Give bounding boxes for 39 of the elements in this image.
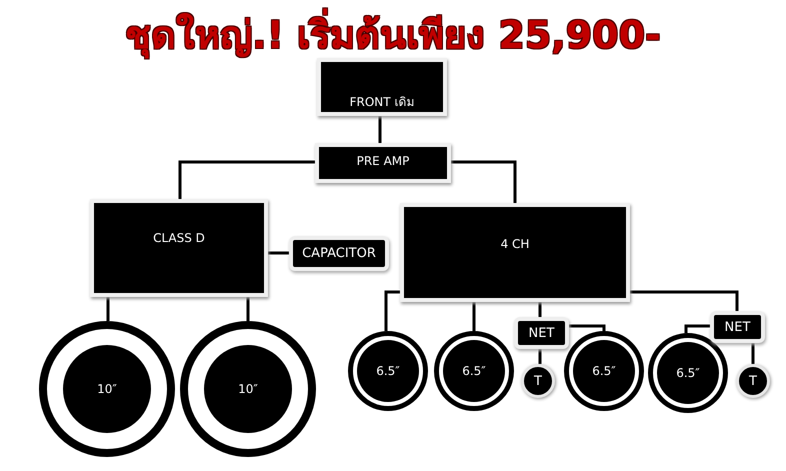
title: ชุดใหญ่.! เริ่มต้นเพียง 25,900-: [0, 4, 786, 65]
node-label: 10″: [238, 382, 258, 396]
amplifier-box: [317, 58, 447, 116]
connector-line: [268, 252, 289, 254]
node-label: CAPACITOR: [302, 246, 376, 261]
node-label: 6.5″: [462, 364, 486, 378]
connector-line: [538, 349, 542, 364]
connector-line: [630, 290, 738, 311]
connector-line: [384, 290, 400, 331]
node-label: T: [534, 374, 542, 388]
node-label: 10″: [97, 382, 117, 396]
node-label: NET: [528, 326, 554, 340]
connector-line: [472, 302, 476, 331]
node-label: NET: [724, 320, 750, 334]
tweeter-circle: [521, 364, 555, 398]
tweeter-circle: [736, 364, 770, 398]
connector-line: [752, 343, 754, 364]
connector-line: [451, 160, 516, 203]
connector-line: [106, 297, 110, 321]
connector-line: [378, 116, 382, 143]
connector-line: [569, 324, 606, 331]
node-label: 4 CH: [500, 237, 530, 253]
node-label: 6.5″: [376, 364, 400, 378]
connector-line: [246, 297, 250, 321]
node-label: T: [749, 374, 757, 388]
node-label: CLASS D: [153, 231, 205, 247]
amplifier-box: [90, 199, 268, 297]
amplifier-box: [400, 203, 630, 302]
component-box: [289, 236, 389, 271]
connector-line: [538, 302, 542, 317]
connector-line: [684, 324, 710, 333]
node-label: PRE AMP: [356, 154, 410, 170]
connector-line: [178, 160, 315, 199]
amplifier-box: [315, 143, 451, 183]
node-label: FRONT เดิม: [350, 94, 414, 111]
component-box: [514, 317, 569, 349]
node-label: 6.5″: [592, 364, 616, 378]
component-box: [710, 311, 765, 343]
node-label: 6.5″: [676, 366, 700, 380]
